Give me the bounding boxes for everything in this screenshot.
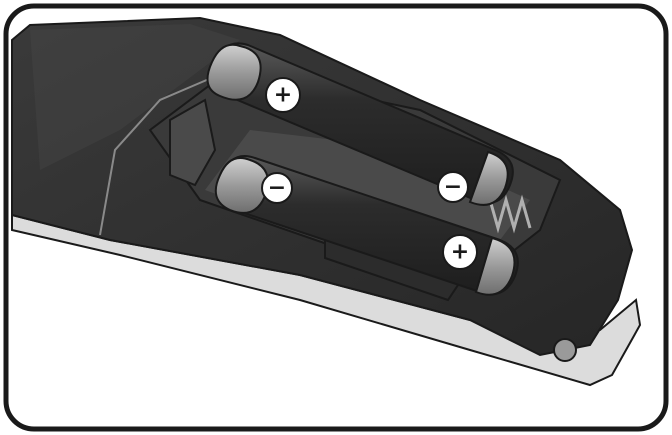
battery-lower: − +	[214, 155, 519, 296]
plus-terminal-icon-lower	[442, 234, 478, 270]
coil-spring-icon	[488, 194, 532, 234]
cover-edge-line	[99, 69, 231, 236]
battery-upper: + −	[206, 42, 514, 206]
battery-upper-top-symbol: +	[274, 83, 292, 108]
minus-terminal-icon-lower	[261, 172, 293, 204]
battery-lower-bottom-cap	[474, 236, 516, 296]
round-button-icon	[553, 338, 577, 362]
minus-terminal-icon	[437, 171, 469, 203]
remote-body-highlight	[30, 24, 240, 170]
battery-lower-top-symbol: −	[268, 176, 286, 201]
battery-lower-bottom-symbol: +	[451, 240, 469, 265]
plus-terminal-icon	[265, 77, 301, 113]
battery-upper-bottom-cap	[468, 150, 509, 206]
cover-latch-icon	[169, 98, 217, 187]
battery-upper-bottom-symbol: −	[444, 175, 462, 200]
battery-upper-top-cap	[206, 43, 262, 101]
